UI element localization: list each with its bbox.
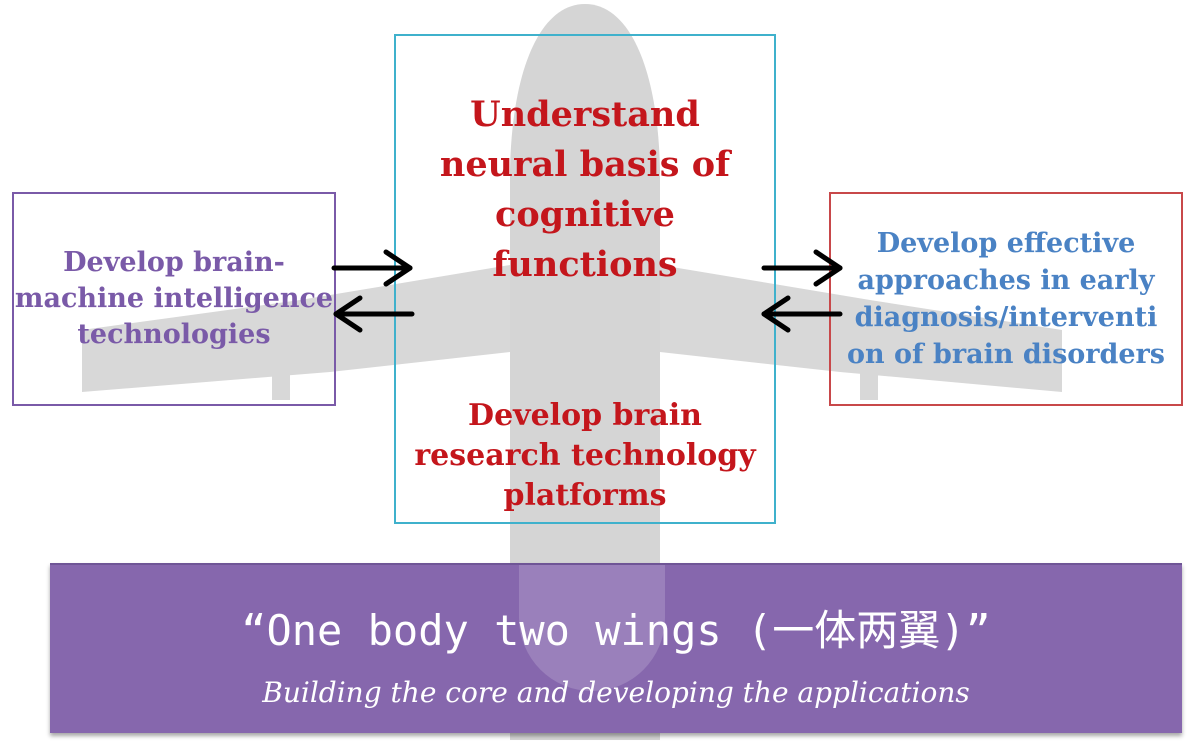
arrow-right-icon: [761, 249, 843, 287]
left-box-line: technologies: [77, 319, 271, 350]
banner-fuselage-shape: [519, 565, 665, 691]
core-platform-text: Develop brain research technology platfo…: [414, 396, 755, 516]
core-platform-line: research technology: [414, 438, 756, 473]
core-goal-text: Understand neural basis of cognitive fun…: [440, 90, 730, 290]
right-box-line: diagnosis/interventi: [854, 302, 1158, 333]
right-box-line: Develop effective: [876, 228, 1136, 259]
core-platform-line: platforms: [503, 478, 667, 513]
left-box-line: Develop brain-: [63, 247, 285, 278]
arrow-right-icon: [331, 249, 413, 287]
core-goal-line: neural basis of: [439, 144, 731, 185]
slogan-banner: “One body two wings (一体两翼)” Building the…: [50, 563, 1182, 733]
slogan-subtitle: Building the core and developing the app…: [262, 676, 970, 709]
core-body-box: Understand neural basis of cognitive fun…: [394, 34, 776, 524]
airplane-fuselage: [510, 4, 660, 740]
core-goal-line: cognitive: [495, 194, 675, 235]
core-goal-line: functions: [492, 244, 678, 285]
right-wing-box: Develop effective approaches in early di…: [829, 192, 1183, 406]
slogan-title: “One body two wings (一体两翼)”: [241, 606, 991, 655]
airplane-wings: [82, 265, 1062, 392]
left-box-line: machine intelligence: [14, 283, 334, 314]
core-goal-line: Understand: [470, 94, 700, 135]
left-wing-box: Develop brain- machine intelligence tech…: [12, 192, 336, 406]
core-platform-line: Develop brain: [468, 398, 702, 433]
right-box-line: approaches in early: [857, 265, 1155, 296]
arrow-left-icon: [333, 295, 415, 333]
arrow-left-icon: [761, 295, 843, 333]
right-box-line: on of brain disorders: [846, 339, 1165, 370]
